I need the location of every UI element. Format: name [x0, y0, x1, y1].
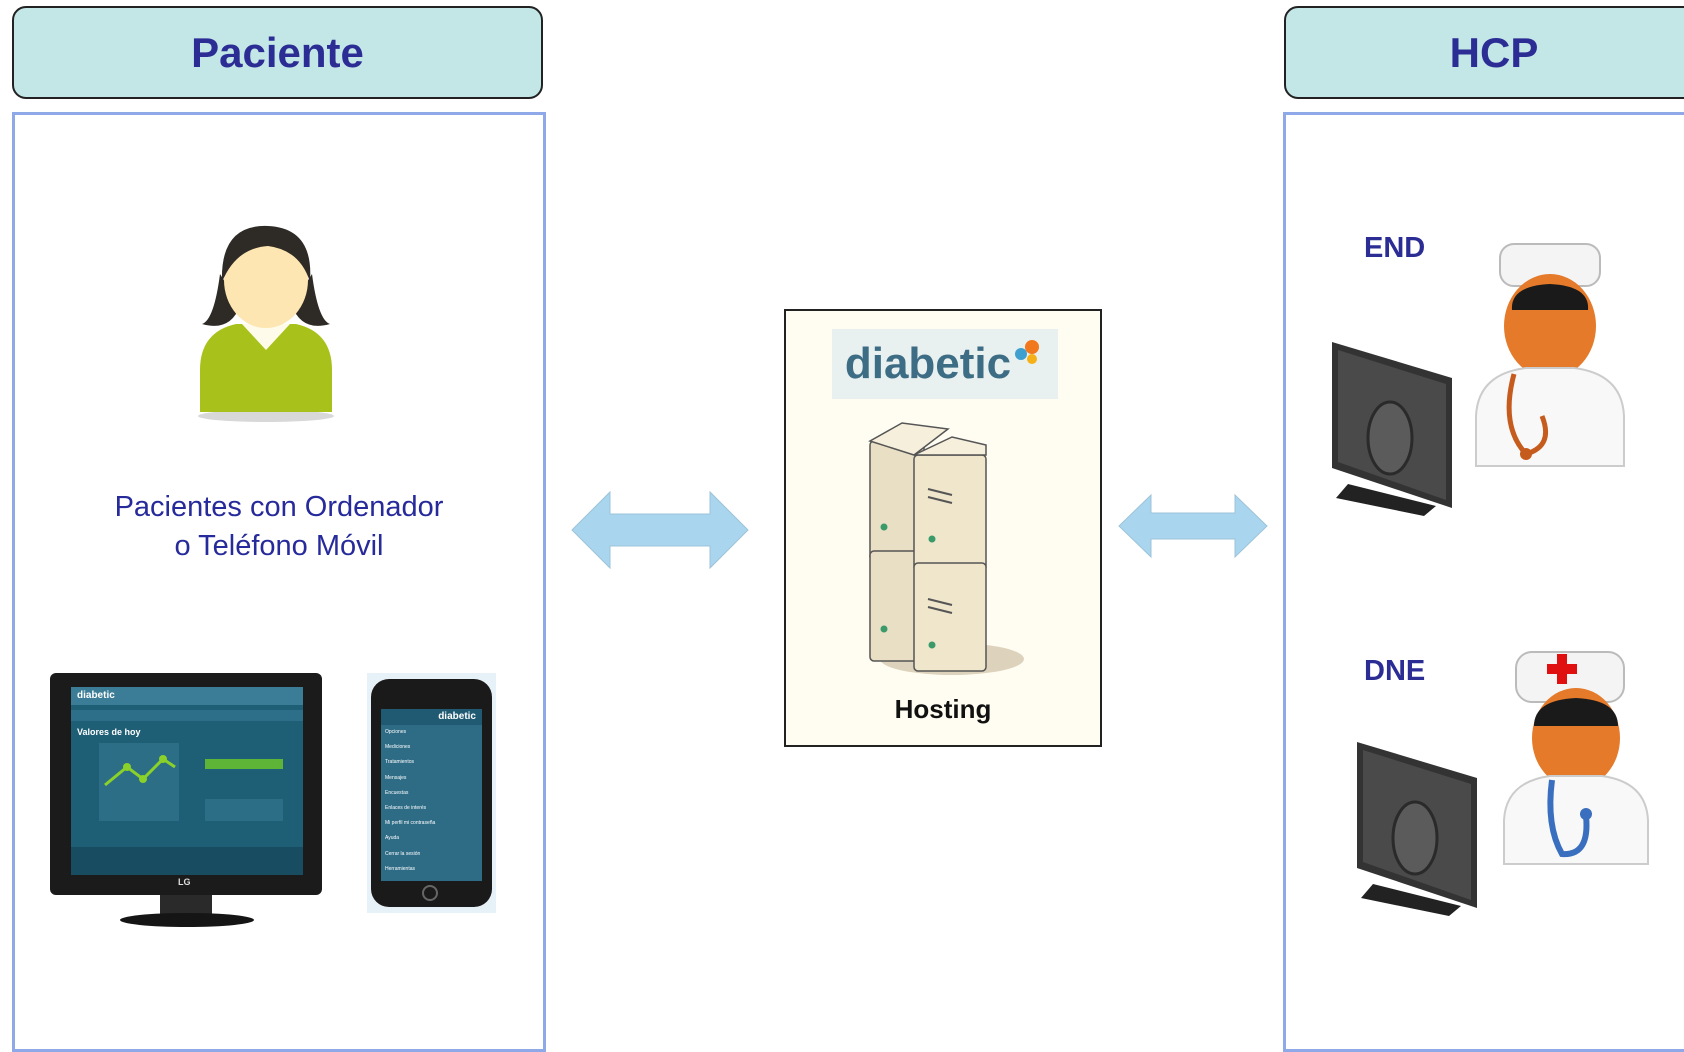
phone-menu-item: Mensajes — [385, 774, 407, 781]
diabetic-logo: diabetic — [832, 329, 1058, 399]
phone-menu-item: Herramientas — [385, 865, 416, 872]
diabetic-logo-text: diabetic — [844, 339, 1012, 388]
role-end-label: END — [1364, 232, 1426, 264]
dashboard-graph — [99, 743, 283, 821]
desktop-monitor: diabetic Valores de hoy LG — [50, 673, 322, 927]
paciente-caption-line2: o Teléfono Móvil — [174, 530, 384, 562]
hcp-header: HCP — [1284, 6, 1684, 99]
phone-screen: diabetic Opciones Mediciones Tratamiento… — [381, 709, 482, 881]
dashboard-heading: Valores de hoy — [77, 727, 141, 737]
role-dne-label: DNE — [1364, 655, 1426, 687]
patient-avatar-icon — [198, 225, 334, 422]
phone-menu-item: Tratamientos — [385, 759, 414, 766]
monitor-brand: LG — [178, 877, 191, 887]
dashboard-screen: diabetic Valores de hoy — [71, 687, 303, 875]
phone-menu-item: Ayuda — [385, 835, 400, 842]
mobile-phone: diabetic Opciones Mediciones Tratamiento… — [367, 673, 496, 913]
hcp-panel — [1283, 112, 1684, 1052]
computer-monitor-icon — [1332, 342, 1452, 516]
paciente-caption-line1: Pacientes con Ordenador — [114, 491, 444, 523]
phone-menu-item: Mediciones — [385, 744, 411, 751]
phone-app-name: diabetic — [381, 709, 482, 725]
hcp-title: HCP — [1449, 28, 1539, 76]
phone-menu-item: Mi perfil mi contraseña — [385, 820, 436, 827]
nurse-icon — [1503, 651, 1649, 865]
doctor-icon — [1475, 243, 1625, 467]
double-arrow-icon — [1118, 493, 1268, 559]
hosting-box: diabetic Hosting — [784, 309, 1102, 747]
phone-menu-item: Opciones — [385, 729, 407, 735]
computer-monitor-icon — [1357, 742, 1477, 916]
phone-menu-item: Enlaces de interés — [385, 805, 427, 812]
hosting-label: Hosting — [894, 694, 992, 724]
double-arrow-icon — [571, 490, 749, 570]
paciente-header: Paciente — [12, 6, 543, 99]
phone-menu-item: Encuestas — [385, 789, 409, 796]
dashboard-app-name: diabetic — [71, 687, 303, 705]
phone-menu-item: Cerrar la sesión — [385, 850, 421, 857]
server-icon — [868, 422, 1024, 675]
paciente-title: Paciente — [191, 28, 364, 76]
